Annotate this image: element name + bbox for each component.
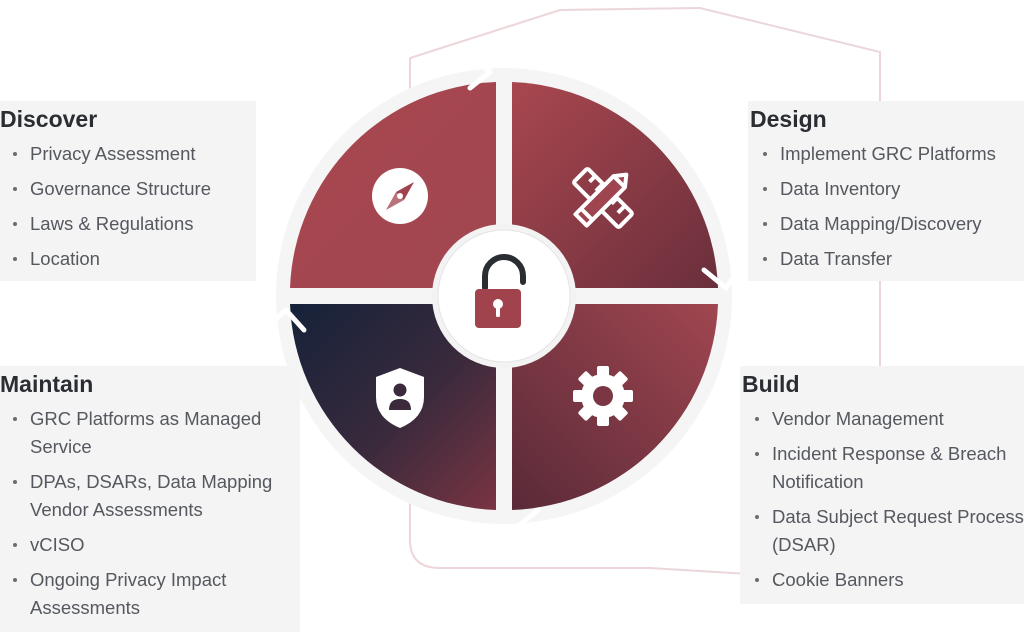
arrow-to-design — [467, 53, 493, 91]
list-item: Data Mapping/Discovery — [750, 210, 1024, 238]
list-item: Implement GRC Platforms — [750, 140, 1024, 168]
maintain-list: GRC Platforms as Managed Service DPAs, D… — [0, 405, 290, 622]
compass-icon — [372, 168, 428, 224]
maintain-title: Maintain — [0, 371, 94, 397]
build-panel: Build Vendor Management Incident Respons… — [740, 366, 1024, 604]
cycle-arrows — [263, 53, 745, 545]
maintain-panel: Maintain GRC Platforms as Managed Servic… — [0, 366, 300, 632]
pencil-ruler-icon — [572, 167, 634, 229]
build-list: Vendor Management Incident Response & Br… — [742, 405, 1024, 594]
list-item: Data Inventory — [750, 175, 1024, 203]
list-item: Privacy Assessment — [0, 140, 256, 168]
discover-panel: Discover Privacy Assessment Governance S… — [0, 101, 256, 281]
arrow-to-maintain — [513, 507, 543, 545]
list-item: vCISO — [0, 531, 290, 559]
discover-list: Privacy Assessment Governance Structure … — [0, 140, 256, 273]
list-item: Governance Structure — [0, 175, 256, 203]
design-panel: Design Implement GRC Platforms Data Inve… — [748, 101, 1024, 281]
list-item: Location — [0, 245, 256, 273]
list-item: GRC Platforms as Managed Service — [0, 405, 290, 461]
design-title: Design — [750, 106, 827, 132]
list-item: Data Transfer — [750, 245, 1024, 273]
list-item: DPAs, DSARs, Data Mapping Vendor Assessm… — [0, 468, 290, 524]
list-item: Incident Response & Breach Notification — [742, 440, 1024, 496]
arrow-to-build — [701, 263, 745, 291]
list-item: Ongoing Privacy Impact Assessments — [0, 566, 290, 622]
list-item: Vendor Management — [742, 405, 1024, 433]
list-item: Laws & Regulations — [0, 210, 256, 238]
background-outline — [409, 6, 881, 584]
list-item: Cookie Banners — [742, 566, 1024, 594]
gear-icon — [573, 366, 633, 426]
list-item: Data Subject Request Process (DSAR) — [742, 503, 1024, 559]
unlocked-padlock-icon — [475, 254, 526, 328]
arrow-to-discover — [263, 307, 307, 333]
discover-title: Discover — [0, 106, 98, 132]
shield-user-icon — [376, 368, 424, 428]
design-list: Implement GRC Platforms Data Inventory D… — [750, 140, 1024, 273]
build-title: Build — [742, 371, 800, 397]
